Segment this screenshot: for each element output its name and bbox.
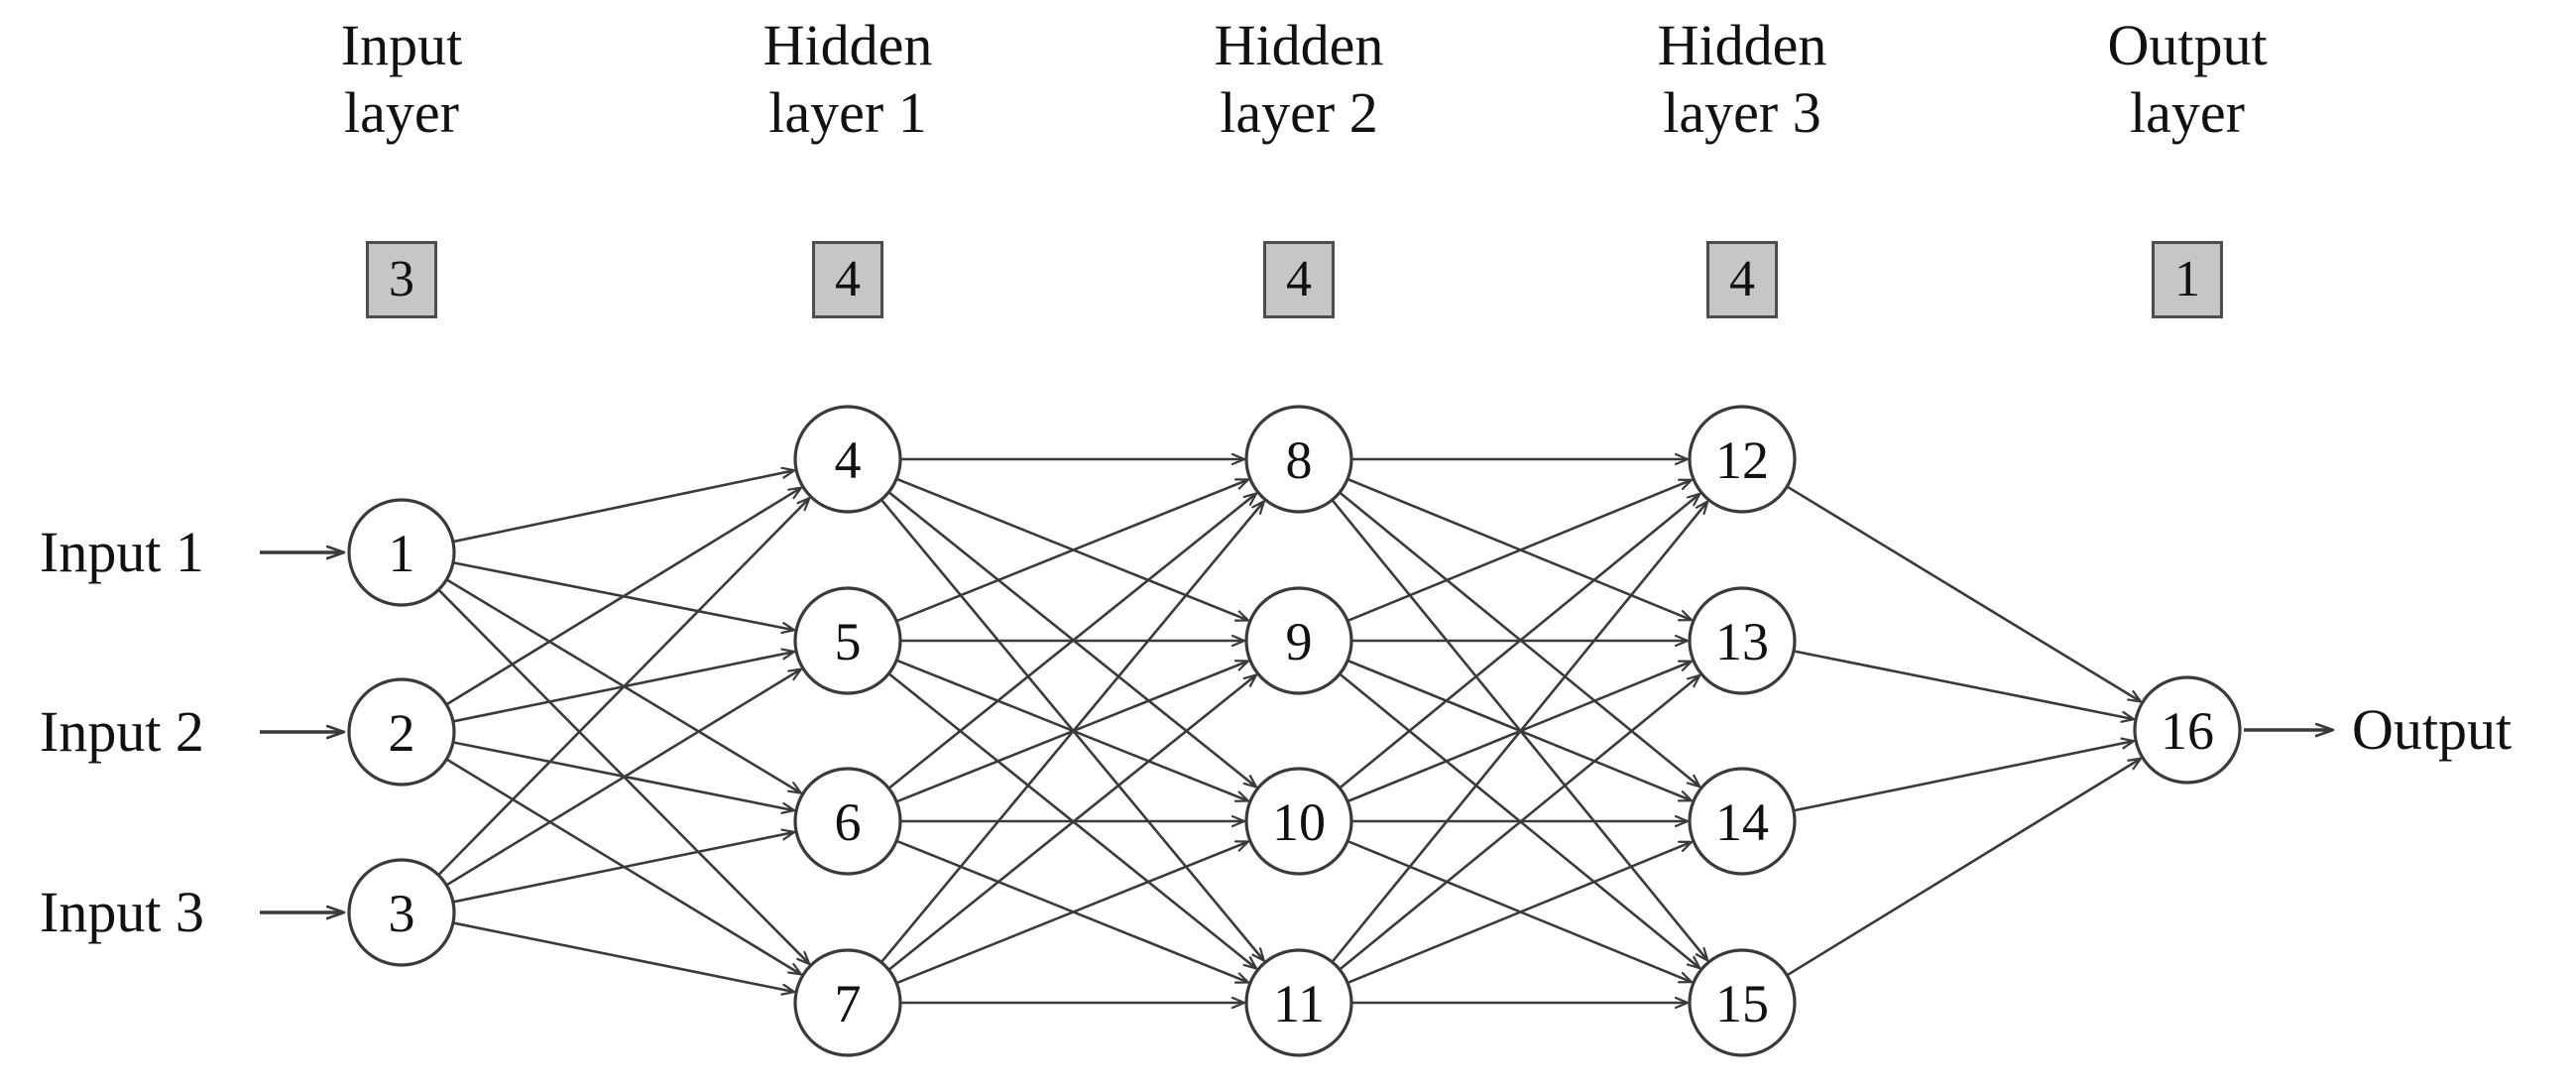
input-label-2: Input 2 [40,699,204,764]
column-header-line1-input: Input [340,13,463,77]
node-circle-14[interactable] [1688,767,1797,876]
node-circle-7[interactable] [793,948,902,1057]
node-2[interactable]: 2 [347,677,456,787]
node-10[interactable]: 10 [1244,767,1353,876]
node-6[interactable]: 6 [793,767,902,876]
node-label-16: 16 [2161,701,2214,761]
edge-7-to-10 [896,842,1247,985]
node-9[interactable]: 9 [1244,586,1353,695]
edge-10-to-12 [1340,494,1699,788]
node-14[interactable]: 14 [1688,767,1797,876]
output-label: Output [2352,697,2513,762]
edge-2-to-4 [446,488,800,705]
column-header-line2-input: layer [344,80,459,146]
node-label-1: 1 [389,524,415,583]
node-label-13: 13 [1715,612,1769,671]
node-11[interactable]: 11 [1244,948,1353,1057]
edge-7-to-9 [888,675,1255,971]
edge-11-to-14 [1347,842,1691,984]
node-circle-2[interactable] [347,677,456,787]
column-header-line1-hidden1: Hidden [762,13,933,77]
edges-group [437,459,2140,1003]
node-label-14: 14 [1715,792,1769,852]
node-label-2: 2 [389,703,415,763]
edge-1-to-4 [453,470,793,544]
node-label-7: 7 [835,974,862,1033]
node-circle-6[interactable] [793,767,902,876]
input-label-3: Input 3 [40,880,204,944]
node-circle-4[interactable] [793,405,902,514]
io-arrows-group [260,552,2332,912]
node-circle-1[interactable] [347,498,456,607]
node-8[interactable]: 8 [1244,405,1353,514]
node-label-4: 4 [835,430,862,490]
count-box-hidden1: 4 [812,241,883,318]
node-circle-8[interactable] [1244,405,1353,514]
edge-5-to-8 [896,480,1247,623]
edge-3-to-4 [437,499,809,876]
node-15[interactable]: 15 [1688,948,1797,1057]
node-3[interactable]: 3 [347,858,456,967]
node-1[interactable]: 1 [347,498,456,607]
edge-13-to-16 [1794,650,2133,719]
node-label-11: 11 [1273,974,1325,1033]
node-label-3: 3 [389,884,415,943]
node-label-5: 5 [835,612,862,671]
edge-3-to-7 [453,921,793,992]
column-header-line1-hidden2: Hidden [1214,13,1384,77]
edge-3-to-5 [446,669,800,887]
node-circle-9[interactable] [1244,586,1353,695]
node-label-15: 15 [1715,974,1769,1033]
node-16[interactable]: 16 [2133,675,2242,785]
count-box-output: 1 [2152,241,2223,318]
node-circle-5[interactable] [793,586,902,695]
edge-11-to-13 [1340,675,1699,970]
column-header-line2-hidden2: layer 2 [1220,80,1378,146]
count-box-hidden3: 4 [1706,241,1778,318]
node-circle-15[interactable] [1688,948,1797,1057]
column-header-line1-hidden3: Hidden [1657,13,1827,77]
node-circle-3[interactable] [347,858,456,967]
column-header-line1-output: Output [2107,13,2268,77]
node-label-9: 9 [1286,612,1313,671]
edge-15-to-16 [1787,759,2140,976]
edge-6-to-8 [888,494,1255,789]
edge-12-to-16 [1787,485,2140,701]
input-label-1: Input 1 [40,520,204,584]
column-header-line2-output: layer [2130,80,2245,146]
edge-11-to-12 [1332,502,1706,962]
edge-14-to-16 [1794,741,2133,812]
column-header-line2-hidden3: layer 3 [1663,80,1821,146]
node-label-6: 6 [835,792,862,852]
node-circle-16[interactable] [2133,675,2242,785]
node-5[interactable]: 5 [793,586,902,695]
node-circle-12[interactable] [1688,405,1797,514]
node-12[interactable]: 12 [1688,405,1797,514]
node-circle-13[interactable] [1688,586,1797,695]
node-circle-10[interactable] [1244,767,1353,876]
edge-9-to-12 [1347,480,1691,622]
node-13[interactable]: 13 [1688,586,1797,695]
edge-7-to-8 [880,502,1263,963]
count-box-input: 3 [366,241,437,318]
node-circle-11[interactable] [1244,948,1353,1057]
node-label-12: 12 [1715,430,1769,490]
node-label-8: 8 [1286,430,1313,490]
node-7[interactable]: 7 [793,948,902,1057]
count-box-hidden2: 4 [1263,241,1335,318]
column-header-line2-hidden1: layer 1 [768,80,927,146]
node-4[interactable]: 4 [793,405,902,514]
edge-3-to-6 [453,832,793,904]
node-label-10: 10 [1272,792,1326,852]
